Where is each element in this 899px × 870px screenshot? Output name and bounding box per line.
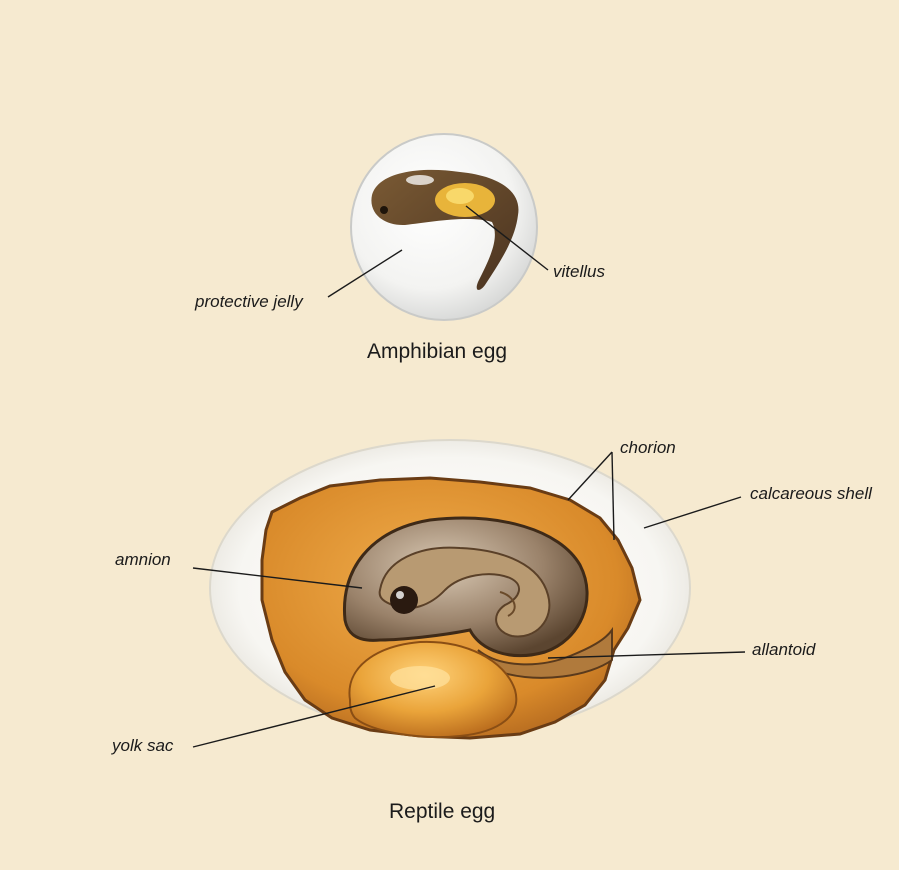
- amphibian-embryo-eye: [380, 206, 388, 214]
- jelly-highlight: [406, 175, 434, 185]
- label-yolk-sac: yolk sac: [112, 736, 173, 756]
- vitellus-highlight: [446, 188, 474, 204]
- reptile-embryo-eye: [390, 586, 418, 614]
- label-amnion: amnion: [115, 550, 171, 570]
- caption-reptile-egg: Reptile egg: [389, 800, 495, 824]
- leader-calcareous-shell: [644, 497, 741, 528]
- yolk-highlight: [390, 666, 450, 690]
- label-vitellus: vitellus: [553, 262, 605, 282]
- label-chorion: chorion: [620, 438, 676, 458]
- amphibian-egg: [328, 134, 548, 320]
- caption-amphibian-egg: Amphibian egg: [367, 340, 507, 364]
- label-calcareous-shell: calcareous shell: [750, 484, 872, 504]
- reptile-egg: [193, 440, 745, 747]
- label-protective-jelly: protective jelly: [195, 292, 303, 312]
- eye-highlight: [396, 591, 404, 599]
- label-allantoid: allantoid: [752, 640, 815, 660]
